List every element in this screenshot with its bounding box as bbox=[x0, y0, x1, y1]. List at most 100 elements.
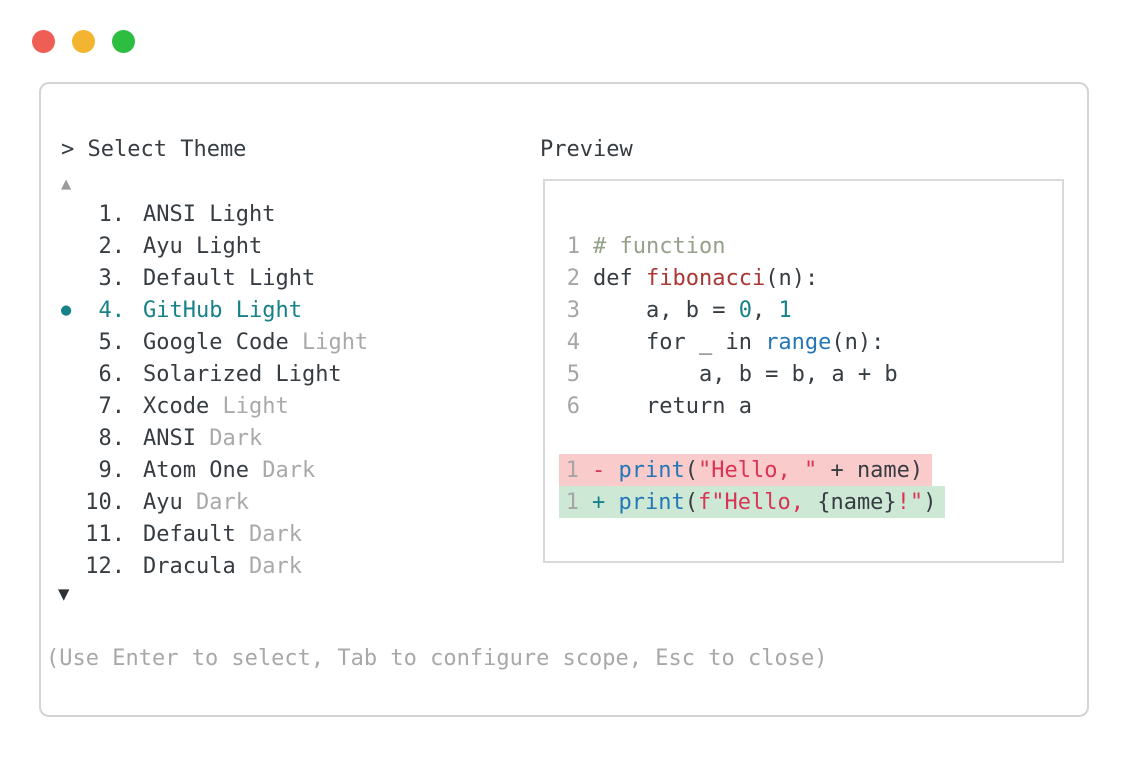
theme-item-5[interactable]: 5. Google Code Light bbox=[61, 326, 369, 358]
theme-item-number: 9. bbox=[98, 457, 126, 483]
theme-item-10[interactable]: 10. Ayu Dark bbox=[61, 486, 368, 518]
code-token: print bbox=[618, 457, 685, 483]
line-number: 6 bbox=[566, 393, 580, 419]
theme-item-name: Atom One Dark bbox=[143, 457, 316, 483]
code-token: f"Hello, bbox=[697, 489, 818, 515]
diff-line-del: 1- print("Hello, " + name) bbox=[545, 454, 1062, 486]
scroll-down-indicator-icon[interactable]: ▼ bbox=[58, 583, 70, 605]
code-token: print bbox=[618, 489, 685, 515]
keyboard-hints: (Use Enter to select, Tab to configure s… bbox=[46, 646, 828, 671]
code-token: + name) bbox=[817, 457, 924, 483]
theme-item-9[interactable]: 9. Atom One Dark bbox=[61, 454, 368, 486]
line-number: 3 bbox=[566, 297, 580, 323]
theme-item-3[interactable]: 3. Default Light bbox=[61, 262, 368, 294]
line-number: 4 bbox=[566, 329, 580, 355]
code-token: range bbox=[765, 329, 832, 355]
code-token: (n): bbox=[831, 329, 885, 355]
code-token: 1 bbox=[778, 297, 792, 323]
code-token: ( bbox=[684, 489, 698, 515]
line-number: 1 bbox=[565, 489, 579, 515]
theme-selector-panel: > Select Theme ▲ 1. ANSI Light 2. Ayu Light… bbox=[39, 82, 1089, 717]
minimize-button[interactable] bbox=[72, 30, 95, 53]
code-line: 6 return a bbox=[545, 390, 1062, 422]
theme-item-name: Xcode Light bbox=[143, 393, 289, 419]
code-token: 0 bbox=[738, 297, 752, 323]
theme-item-number: 1. bbox=[98, 201, 126, 227]
code-token: fibonacci bbox=[645, 265, 766, 291]
line-number: 2 bbox=[566, 265, 580, 291]
theme-item-number: 12. bbox=[85, 553, 125, 579]
theme-item-name: ANSI Dark bbox=[143, 425, 263, 451]
window-controls bbox=[32, 30, 135, 53]
theme-item-variant: Light bbox=[195, 233, 263, 259]
close-button[interactable] bbox=[32, 30, 55, 53]
theme-item-7[interactable]: 7. Xcode Light bbox=[61, 390, 368, 422]
theme-item-name: GitHub Light bbox=[143, 297, 302, 323]
code-token: for _ in bbox=[593, 329, 766, 355]
code-line: 1 # function bbox=[545, 230, 1062, 262]
code-line: 4 for _ in range(n): bbox=[545, 326, 1062, 358]
theme-item-name: Solarized Light bbox=[143, 361, 342, 387]
code-token: "Hello, " bbox=[697, 457, 818, 483]
code-token: + bbox=[592, 489, 619, 515]
diff-deleted-highlight: 1- print("Hello, " + name) bbox=[559, 454, 933, 486]
theme-item-variant: Light bbox=[209, 201, 276, 227]
theme-item-variant: Light bbox=[222, 393, 289, 419]
theme-item-variant: Dark bbox=[262, 457, 316, 483]
code-line: 3 a, b = 0, 1 bbox=[545, 294, 1062, 326]
theme-item-1[interactable]: 1. ANSI Light bbox=[61, 198, 368, 230]
line-number: 1 bbox=[566, 233, 580, 259]
line-number: 5 bbox=[566, 361, 580, 387]
code-token: ( bbox=[684, 457, 698, 483]
theme-item-name: Ayu Dark bbox=[143, 489, 249, 515]
selected-bullet-icon: ● bbox=[61, 300, 72, 320]
theme-item-number: 11. bbox=[85, 521, 125, 547]
theme-item-variant: Dark bbox=[248, 553, 302, 579]
maximize-button[interactable] bbox=[112, 30, 135, 53]
theme-item-name: Google Code Light bbox=[143, 329, 369, 355]
theme-item-name: Default Dark bbox=[143, 521, 302, 547]
theme-item-variant: Light bbox=[275, 361, 342, 387]
theme-item-name: Ayu Light bbox=[143, 233, 263, 259]
scroll-up-indicator-icon[interactable]: ▲ bbox=[61, 174, 72, 194]
theme-item-11[interactable]: 11. Default Dark bbox=[61, 518, 368, 550]
theme-item-6[interactable]: 6. Solarized Light bbox=[61, 358, 368, 390]
theme-item-number: 3. bbox=[98, 265, 126, 291]
code-token: (n): bbox=[765, 265, 819, 291]
theme-item-name: ANSI Light bbox=[143, 201, 276, 227]
theme-item-variant: Light bbox=[301, 329, 369, 355]
code-token: , bbox=[751, 297, 779, 323]
blank-line bbox=[545, 422, 1062, 454]
code-token: a, b = b, a + b bbox=[593, 361, 898, 387]
theme-item-name: Dracula Dark bbox=[143, 553, 302, 579]
code-line: 5 a, b = b, a + b bbox=[545, 358, 1062, 390]
theme-item-8[interactable]: 8. ANSI Dark bbox=[61, 422, 368, 454]
theme-item-number: 4. bbox=[98, 297, 126, 323]
code-token: {name} bbox=[817, 489, 897, 515]
theme-item-variant: Light bbox=[235, 297, 302, 323]
theme-item-variant: Light bbox=[248, 265, 316, 291]
code-token: # function bbox=[593, 233, 726, 259]
theme-item-number: 8. bbox=[98, 425, 126, 451]
select-theme-prompt: > Select Theme bbox=[61, 137, 247, 162]
preview-title: Preview bbox=[540, 137, 633, 162]
theme-item-4[interactable]: ● 4. GitHub Light bbox=[61, 294, 368, 326]
theme-item-variant: Dark bbox=[248, 521, 302, 547]
theme-item-12[interactable]: 12. Dracula Dark bbox=[61, 550, 368, 582]
theme-item-number: 7. bbox=[98, 393, 126, 419]
code-token: return a bbox=[593, 393, 752, 419]
theme-list: 1. ANSI Light 2. Ayu Light 3. Default Light ● 4… bbox=[61, 198, 368, 582]
diff-line-add: 1 + print(f"Hello, {name}!") bbox=[545, 486, 1062, 518]
theme-item-variant: Dark bbox=[209, 425, 263, 451]
code-token: !" bbox=[896, 489, 924, 515]
theme-item-number: 6. bbox=[98, 361, 126, 387]
line-number: 1 bbox=[565, 457, 579, 483]
theme-item-2[interactable]: 2. Ayu Light bbox=[61, 230, 368, 262]
theme-item-name: Default Light bbox=[143, 265, 316, 291]
theme-item-number: 2. bbox=[98, 233, 126, 259]
code-token: ) bbox=[923, 489, 937, 515]
theme-item-number: 10. bbox=[85, 489, 125, 515]
theme-item-number: 5. bbox=[98, 329, 126, 355]
code-token: - bbox=[592, 457, 619, 483]
